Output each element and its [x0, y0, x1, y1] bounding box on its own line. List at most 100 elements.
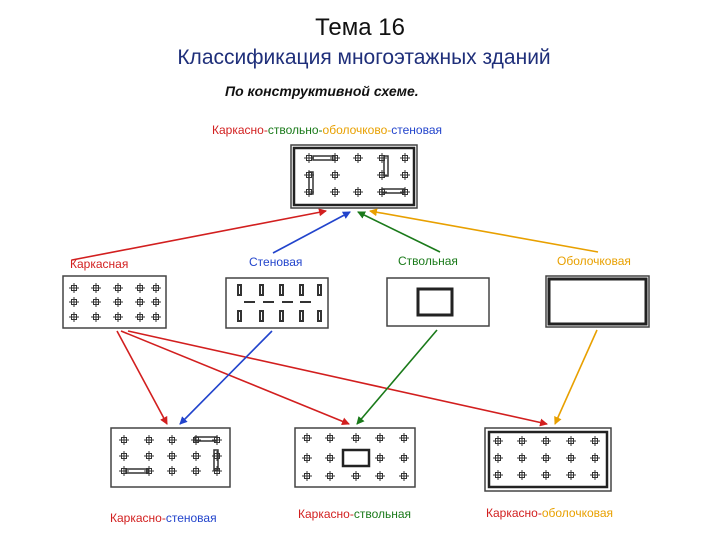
page-title: Тема 16: [315, 14, 405, 41]
label-part: Каркасно-: [212, 123, 268, 137]
column-icon: [377, 187, 387, 197]
column-icon: [304, 170, 314, 180]
column-icon: [400, 187, 410, 197]
plan-core: [386, 277, 490, 327]
label-part: стеновая: [165, 511, 217, 525]
column-icon: [541, 470, 551, 480]
column-icon: [375, 453, 385, 463]
column-icon: [191, 435, 201, 445]
column-icon: [541, 453, 551, 463]
column-icon: [302, 453, 312, 463]
label-part: оболочковая: [541, 506, 614, 520]
column-icon: [566, 453, 576, 463]
column-icon: [135, 283, 145, 293]
column-icon: [151, 312, 161, 322]
column-icon: [353, 187, 363, 197]
label-part: оболочково-: [322, 123, 392, 137]
column-icon: [167, 435, 177, 445]
column-icon: [517, 470, 527, 480]
column-icon: [325, 433, 335, 443]
column-icon: [69, 283, 79, 293]
column-icon: [375, 433, 385, 443]
column-icon: [144, 435, 154, 445]
columns: [69, 153, 600, 481]
column-icon: [493, 470, 503, 480]
label-part: стеновая: [391, 123, 443, 137]
column-icon: [304, 187, 314, 197]
column-icon: [400, 170, 410, 180]
column-icon: [541, 436, 551, 446]
column-icon: [330, 153, 340, 163]
column-icon: [330, 170, 340, 180]
column-icon: [151, 297, 161, 307]
column-icon: [69, 312, 79, 322]
plan-frame-core-shaft: [341, 448, 371, 468]
column-icon: [377, 153, 387, 163]
arrow-frame-to-frame-wall: [116, 330, 168, 425]
plan-combined-inner: [292, 146, 416, 207]
label-part: Каркасно-: [298, 507, 354, 521]
arrow-wall-to-frame-wall: [179, 330, 273, 425]
label-part: Каркасно-: [486, 506, 542, 520]
column-icon: [119, 451, 129, 461]
arrow-shell-to-frame-shell: [554, 329, 598, 425]
column-icon: [212, 466, 222, 476]
column-icon: [325, 471, 335, 481]
column-icon: [212, 435, 222, 445]
label-core: Ствольная: [398, 254, 458, 268]
column-icon: [517, 436, 527, 446]
column-icon: [113, 297, 123, 307]
label-part: ствольно-: [267, 123, 323, 137]
column-icon: [399, 471, 409, 481]
column-icon: [517, 453, 527, 463]
plan-frame-shell-inner: [487, 430, 609, 489]
scheme-caption: По конструктивной схеме.: [225, 83, 419, 99]
column-icon: [69, 297, 79, 307]
column-icon: [566, 436, 576, 446]
column-icon: [351, 471, 361, 481]
column-icon: [191, 451, 201, 461]
column-icon: [590, 436, 600, 446]
column-icon: [325, 453, 335, 463]
arrow-frame-to-combined: [71, 208, 327, 261]
column-icon: [493, 436, 503, 446]
column-icon: [351, 433, 361, 443]
column-icon: [566, 470, 576, 480]
label-wall: Стеновая: [249, 255, 303, 269]
plan-combined: [290, 144, 418, 209]
arrow-core-to-combined: [357, 211, 441, 253]
wall-segments: [237, 284, 322, 322]
arrows: [71, 208, 599, 427]
label-shell: Оболочковая: [557, 254, 631, 268]
column-icon: [91, 283, 101, 293]
arrow-wall-to-combined: [272, 211, 351, 254]
column-icon: [144, 451, 154, 461]
column-icon: [191, 466, 201, 476]
column-icon: [400, 153, 410, 163]
column-icon: [304, 153, 314, 163]
arrow-core-to-frame-core: [356, 329, 438, 425]
label-frame-core-shell-wall: Каркасно-ствольно-оболочково-стеновая: [212, 123, 442, 137]
column-icon: [91, 297, 101, 307]
column-icon: [113, 283, 123, 293]
column-icon: [119, 435, 129, 445]
arrow-frame-to-frame-shell: [127, 330, 548, 427]
column-icon: [212, 451, 222, 461]
column-icon: [135, 297, 145, 307]
plan-shell-inner: [547, 277, 648, 326]
column-icon: [167, 466, 177, 476]
column-icon: [399, 433, 409, 443]
column-icon: [375, 471, 385, 481]
column-icon: [590, 453, 600, 463]
arrow-frame-to-frame-core: [120, 330, 350, 426]
column-icon: [302, 433, 312, 443]
label-frame-wall: Каркасно-стеновая: [110, 511, 217, 525]
label-part: ствольная: [353, 507, 412, 521]
column-icon: [167, 451, 177, 461]
column-icon: [353, 153, 363, 163]
label-frame: Каркасная: [70, 257, 129, 271]
column-icon: [302, 471, 312, 481]
column-icon: [377, 170, 387, 180]
plan-shell: [545, 275, 650, 328]
